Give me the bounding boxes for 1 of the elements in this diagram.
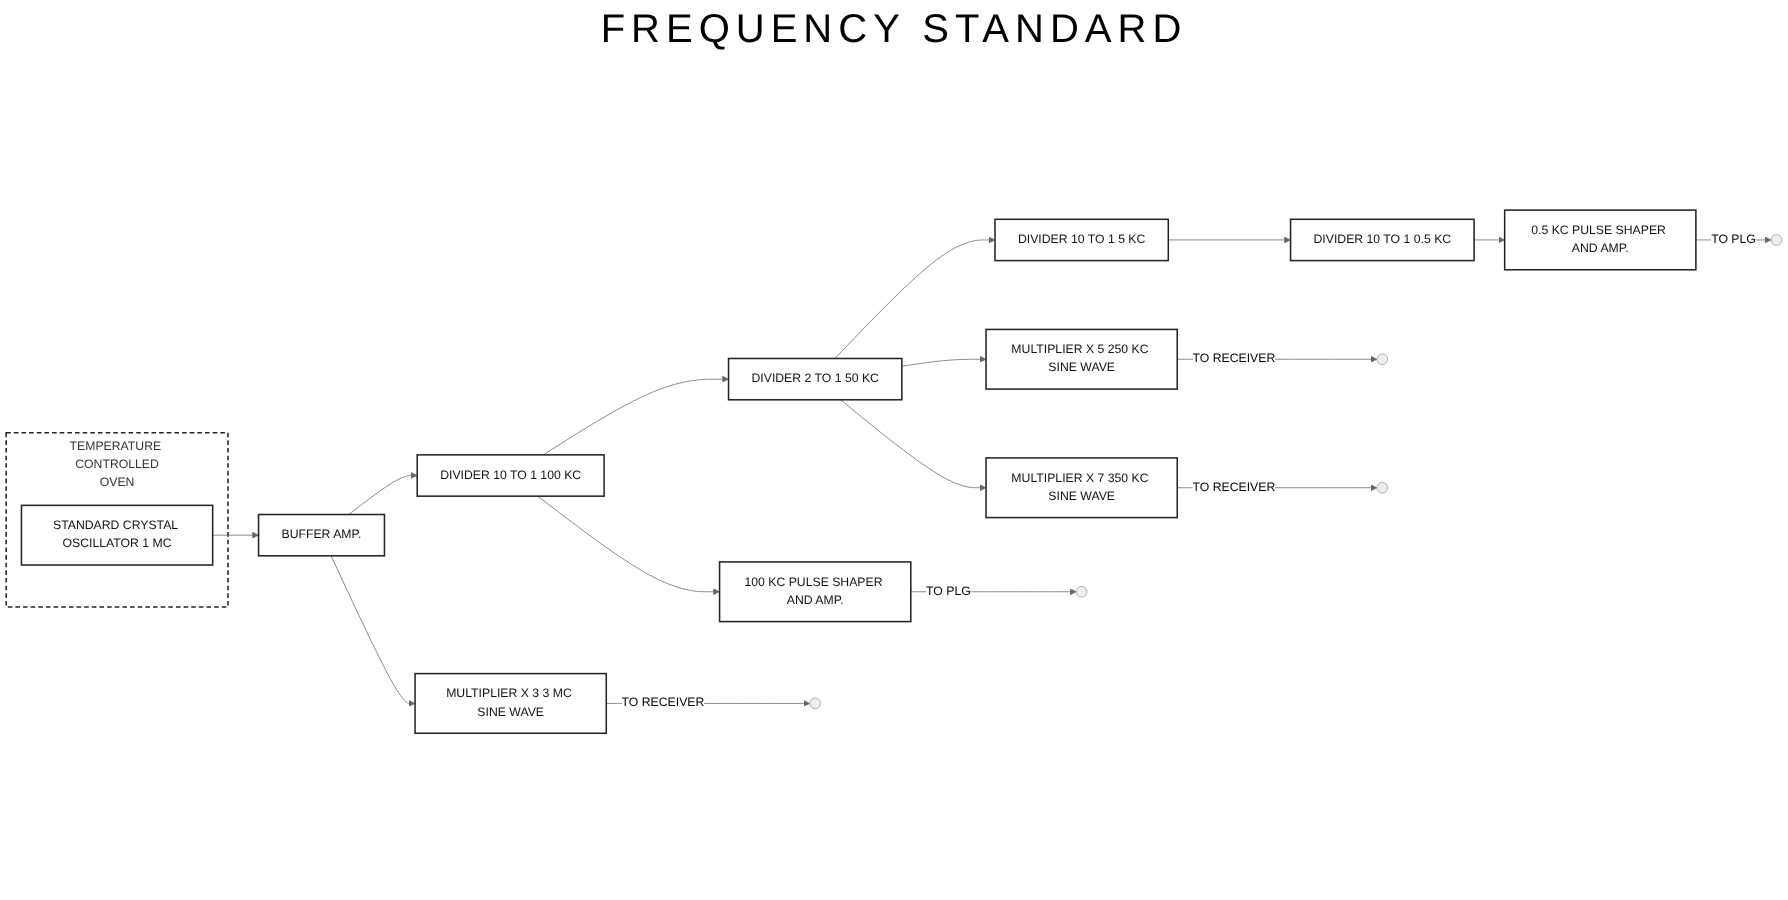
diagram-title: FREQUENCY STANDARD <box>598 8 1190 54</box>
